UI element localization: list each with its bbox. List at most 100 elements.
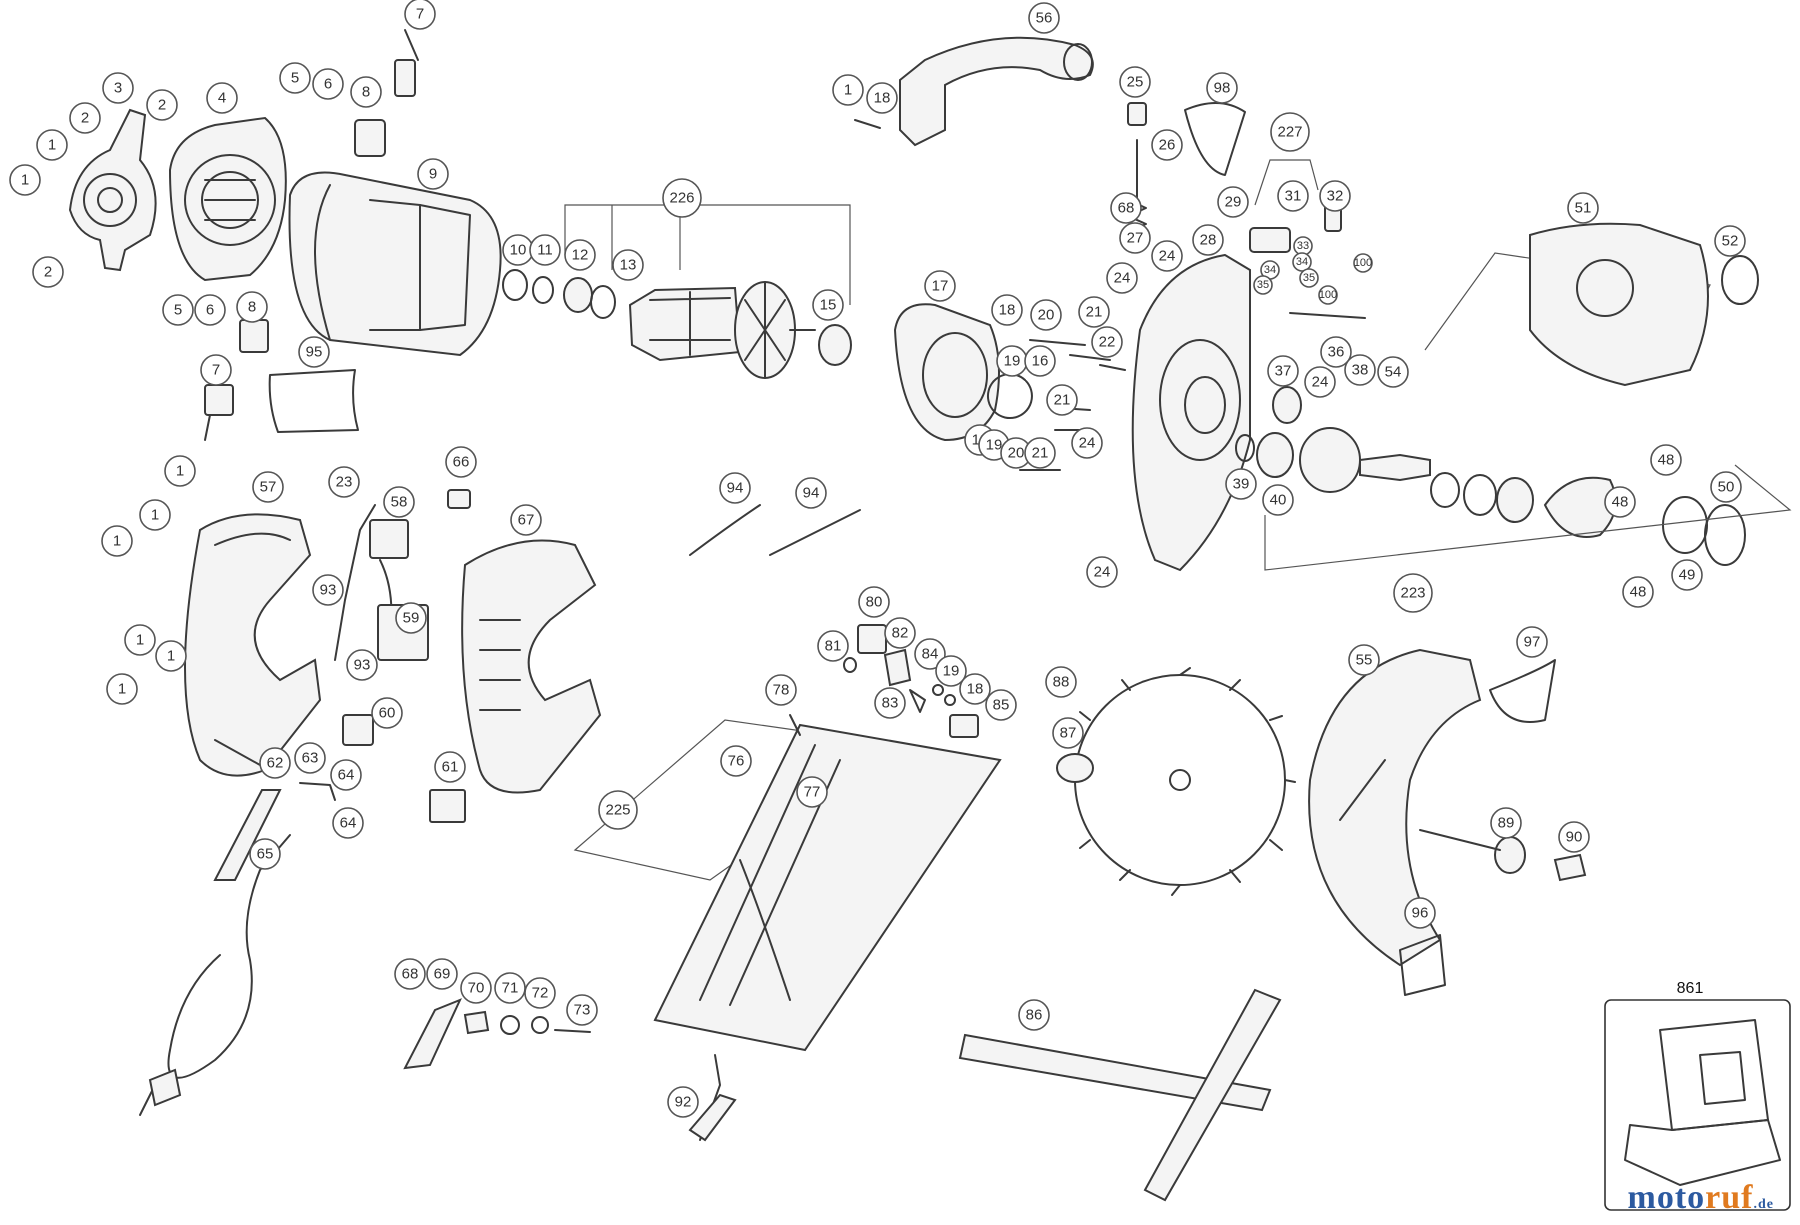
callout-label: 87 (1060, 725, 1077, 742)
power-cord-65 (139, 834, 291, 1116)
callout-label: 48 (1612, 494, 1629, 511)
gear-case (1131, 253, 1251, 572)
callout-label: 1 (48, 137, 56, 154)
callout-c69: 69 (426, 958, 458, 990)
callout-c20b: 20 (1000, 437, 1032, 469)
callout-label: 55 (1356, 652, 1373, 669)
motor-housing (288, 171, 502, 357)
callout-label: 38 (1352, 362, 1369, 379)
callout-label: 50 (1718, 479, 1735, 496)
callout-label: 18 (999, 302, 1016, 319)
callout-label: 69 (434, 966, 451, 983)
callout-c36: 36 (1320, 336, 1352, 368)
callout-c34a: 34 (1260, 260, 1280, 280)
armature (628, 281, 852, 379)
callout-label: 5 (291, 70, 299, 87)
callout-label: 19 (986, 437, 1003, 454)
callout-c5a: 5 (279, 62, 311, 94)
callout-c10: 10 (502, 234, 534, 266)
callout-c22: 22 (1091, 326, 1123, 358)
callout-label: 67 (518, 512, 535, 529)
callout-label: 68 (1118, 200, 1135, 217)
callout-c15: 15 (812, 289, 844, 321)
callout-label: 54 (1385, 364, 1402, 381)
callout-label: 25 (1127, 74, 1144, 91)
callout-label: 78 (773, 682, 790, 699)
callout-c21a: 21 (1078, 296, 1110, 328)
callout-c72: 72 (524, 977, 556, 1009)
callout-c24b: 24 (1151, 240, 1183, 272)
cord-clamp (299, 782, 336, 801)
callout-label: 77 (804, 784, 821, 801)
callout-label: 72 (532, 985, 549, 1002)
callout-label: 70 (468, 980, 485, 997)
callout-label: 68 (402, 966, 419, 983)
callout-label: 48 (1658, 452, 1675, 469)
callout-c93b: 93 (346, 649, 378, 681)
callout-label: 7 (212, 362, 220, 379)
callout-c23: 23 (328, 466, 360, 498)
callout-c70: 70 (460, 972, 492, 1004)
callout-label: 64 (340, 815, 357, 832)
callout-label: 86 (1026, 1007, 1043, 1024)
callout-label: 20 (1008, 445, 1025, 462)
watermark-suffix: .de (1753, 1197, 1774, 1212)
callout-c76: 76 (720, 745, 752, 777)
bevel-lever-parts (403, 998, 591, 1070)
callout-c93a: 93 (312, 574, 344, 606)
callout-label: 2 (44, 264, 52, 281)
callout-label: 82 (892, 625, 909, 642)
callout-label: 56 (1036, 10, 1053, 27)
callout-label: 9 (429, 166, 437, 183)
callout-c56: 56 (1028, 2, 1060, 34)
callout-label: 98 (1214, 80, 1231, 97)
callout-c65: 65 (249, 838, 281, 870)
callout-label: 1 (167, 648, 175, 665)
callout-label: 34 (1296, 256, 1308, 268)
callout-c6a: 6 (312, 68, 344, 100)
watermark: motoruf.de (1628, 1179, 1774, 1217)
callout-label: 19 (943, 663, 960, 680)
callout-label: 37 (1275, 363, 1292, 380)
callout-c83: 83 (874, 687, 906, 719)
callout-label: 8 (248, 299, 256, 316)
part-60 (342, 714, 374, 746)
callout-label: 48 (1630, 584, 1647, 601)
callout-c24e: 24 (1086, 556, 1118, 588)
callout-label: 33 (1297, 240, 1309, 252)
callout-label: 89 (1498, 815, 1515, 832)
callout-c223: 223 (1393, 573, 1433, 613)
callout-c66: 66 (445, 446, 477, 478)
callout-label: 81 (825, 638, 842, 655)
callout-label: 18 (967, 681, 984, 698)
callout-c97: 97 (1516, 626, 1548, 658)
callout-label: 31 (1285, 188, 1302, 205)
label-95 (268, 369, 359, 433)
callout-c84: 84 (914, 638, 946, 670)
callout-label: 19 (1004, 353, 1021, 370)
callout-label: 1 (151, 507, 159, 524)
callout-label: 6 (324, 76, 332, 93)
spindle-assembly (1235, 427, 1792, 571)
callout-c19b: 19 (978, 429, 1010, 461)
callout-label: 35 (1303, 272, 1315, 284)
callout-c87: 87 (1052, 717, 1084, 749)
callout-label: 49 (1679, 567, 1696, 584)
callout-label: 26 (1159, 137, 1176, 154)
callout-label: 35 (1257, 279, 1269, 291)
callout-label: 24 (1079, 435, 1096, 452)
callout-label: 2 (81, 110, 89, 127)
callout-label: 64 (338, 767, 355, 784)
callout-label: 90 (1566, 829, 1583, 846)
callout-label: 29 (1225, 194, 1242, 211)
callout-label: 1 (21, 172, 29, 189)
callout-c68b: 68 (394, 958, 426, 990)
callout-label: 18 (874, 90, 891, 107)
depth-adjust-parts (789, 624, 979, 738)
callout-c1h: 1 (155, 640, 187, 672)
base-plate-225 (573, 719, 1002, 1142)
callout-label: 13 (620, 257, 637, 274)
callout-c73: 73 (566, 994, 598, 1026)
carrying-case-861 (1604, 999, 1791, 1211)
